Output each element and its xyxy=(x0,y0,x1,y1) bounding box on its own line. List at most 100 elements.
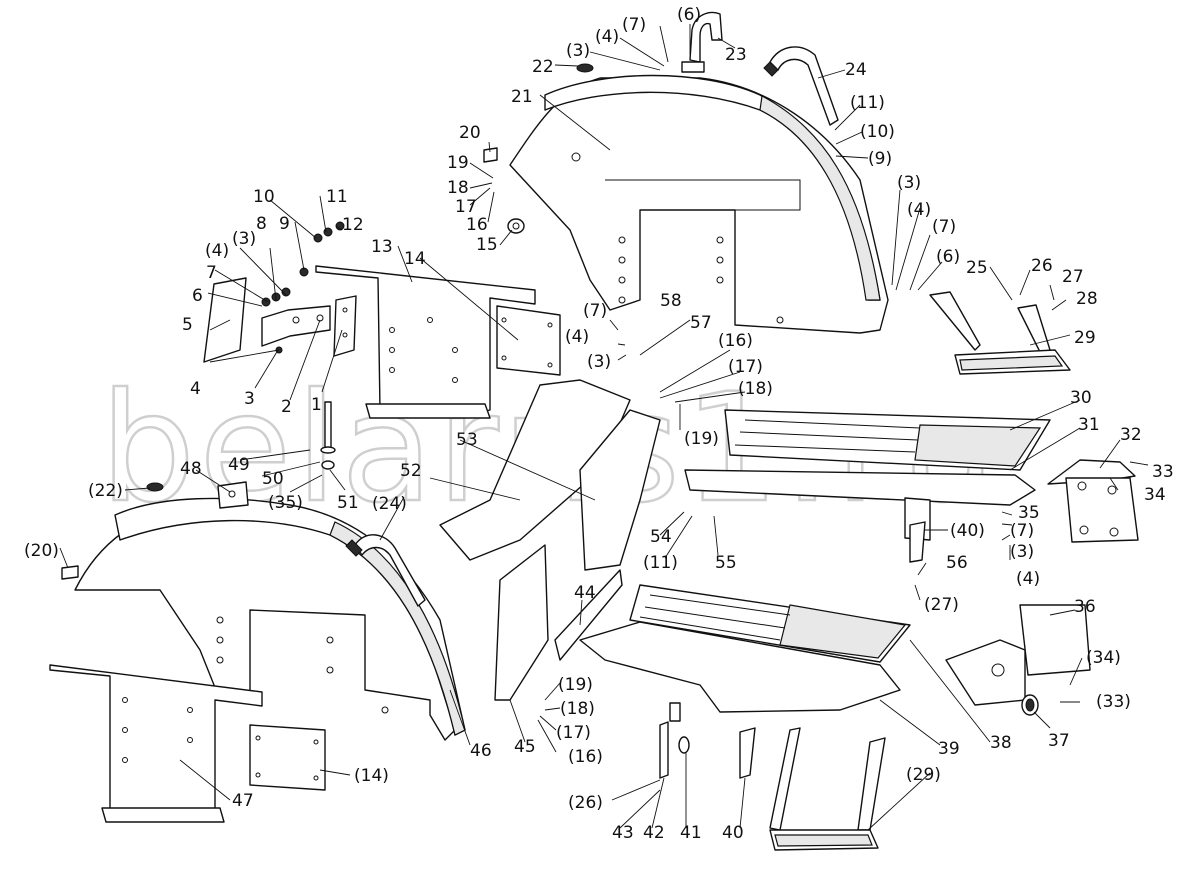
label-1: 1 xyxy=(311,395,322,415)
part-37-ring xyxy=(1021,694,1039,716)
label-7d: (7) xyxy=(932,217,956,237)
label-9: (9) xyxy=(868,149,892,169)
label-10: (10) xyxy=(860,122,895,142)
part-14-cover-plate-lower xyxy=(249,724,326,791)
label-14a: (14) xyxy=(354,766,389,786)
label-54: 54 xyxy=(650,527,672,547)
label-10b: 10 xyxy=(253,187,275,207)
label-34: 34 xyxy=(1144,485,1166,505)
label-37: 37 xyxy=(1048,731,1070,751)
label-18a: (18) xyxy=(738,379,773,399)
label-43: 43 xyxy=(612,823,634,843)
label-56: 56 xyxy=(946,553,968,573)
part-24-handrail-lower xyxy=(345,534,426,607)
label-3e: (3) xyxy=(587,352,611,372)
label-18b: (18) xyxy=(560,699,595,719)
label-29a: (29) xyxy=(906,765,941,785)
label-16a: (16) xyxy=(718,331,753,351)
part-39-floor-plate xyxy=(579,621,901,713)
label-48: 48 xyxy=(180,459,202,479)
part-45-panel xyxy=(494,544,549,701)
label-16: 16 xyxy=(466,215,488,235)
part-20-clip-lower xyxy=(61,565,79,580)
label-32: 32 xyxy=(1120,425,1142,445)
label-6b: 6 xyxy=(192,286,203,306)
label-3c: 3 xyxy=(244,389,255,409)
label-45: 45 xyxy=(514,737,536,757)
part-23-handrail-bracket xyxy=(681,11,723,73)
label-40: 40 xyxy=(722,823,744,843)
label-6d: (6) xyxy=(936,247,960,267)
label-49: 49 xyxy=(228,455,250,475)
part-36-bracket xyxy=(945,604,1091,706)
label-23: 23 xyxy=(725,45,747,65)
label-7b: 7 xyxy=(206,263,217,283)
label-4b: (4) xyxy=(205,241,229,261)
label-7: (7) xyxy=(622,15,646,35)
label-3d: (3) xyxy=(897,173,921,193)
label-22: 22 xyxy=(532,57,554,77)
label-39: 39 xyxy=(938,739,960,759)
label-35: 35 xyxy=(1018,503,1040,523)
part-5-bracket-plate xyxy=(203,277,247,363)
label-24a: (24) xyxy=(372,494,407,514)
label-4e: (4) xyxy=(565,327,589,347)
label-46: 46 xyxy=(470,741,492,761)
label-40a: (40) xyxy=(950,521,985,541)
part-1-angle-plate xyxy=(333,295,357,357)
label-19b: (19) xyxy=(558,675,593,695)
parts-40-43-hardware xyxy=(659,521,926,779)
label-11: (11) xyxy=(850,93,885,113)
part-13-mounting-bracket xyxy=(315,265,536,419)
label-57: 57 xyxy=(690,313,712,333)
label-28: 28 xyxy=(1076,289,1098,309)
label-26a: (26) xyxy=(568,793,603,813)
label-53: 53 xyxy=(456,430,478,450)
label-52: 52 xyxy=(400,461,422,481)
part-32-side-bracket xyxy=(1047,459,1139,543)
part-53-shield xyxy=(439,379,631,561)
label-42: 42 xyxy=(643,823,665,843)
label-20: 20 xyxy=(459,123,481,143)
label-50: 50 xyxy=(262,469,284,489)
label-11c: (11) xyxy=(643,553,678,573)
leader-lines xyxy=(59,24,1149,831)
label-55: 55 xyxy=(715,553,737,573)
part-20-clip xyxy=(483,147,498,163)
label-27: 27 xyxy=(1062,267,1084,287)
label-2: 2 xyxy=(281,397,292,417)
part-48-hinge xyxy=(217,481,249,509)
part-47-mounting-bracket xyxy=(49,664,263,823)
label-17: 17 xyxy=(455,197,477,217)
small-fasteners-upper-left xyxy=(261,221,345,354)
label-36: 36 xyxy=(1074,597,1096,617)
callout-labels: 22 (3) (4) (7) (6) 23 24 21 (11) (10) (9… xyxy=(24,5,1174,843)
label-15: 15 xyxy=(476,235,498,255)
label-7e: (7) xyxy=(583,301,607,321)
label-22a: (22) xyxy=(88,481,123,501)
label-17a: (17) xyxy=(728,357,763,377)
label-7f: (7) xyxy=(1010,521,1034,541)
label-47: 47 xyxy=(232,791,254,811)
label-4f: (4) xyxy=(1016,569,1040,589)
label-4d: (4) xyxy=(907,200,931,220)
label-18: 18 xyxy=(447,178,469,198)
label-41: 41 xyxy=(680,823,702,843)
label-33a: (33) xyxy=(1096,692,1131,712)
part-21-fender-upper xyxy=(509,74,889,334)
label-8: 8 xyxy=(256,214,267,234)
label-51: 51 xyxy=(337,493,359,513)
label-31: 31 xyxy=(1078,415,1100,435)
label-29: 29 xyxy=(1074,328,1096,348)
parts-49-51-bolt xyxy=(320,401,336,470)
label-12: 12 xyxy=(342,215,364,235)
label-17b: (17) xyxy=(556,723,591,743)
label-26: 26 xyxy=(1031,256,1053,276)
label-5: 5 xyxy=(182,315,193,335)
label-16b: (16) xyxy=(568,747,603,767)
part-22-grommet xyxy=(576,63,594,73)
part-22-grommet-lower xyxy=(146,482,164,492)
part-44-strip xyxy=(554,569,623,661)
